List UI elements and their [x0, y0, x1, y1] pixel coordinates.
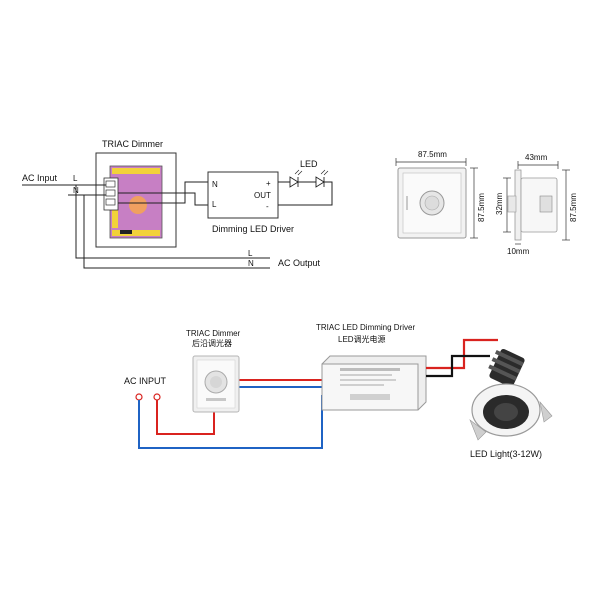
- top-schematic: TRIAC Dimmer AC Input L N: [22, 139, 333, 269]
- ac-input-label: AC Input: [22, 173, 58, 183]
- side-inner-label: 32mm: [495, 192, 504, 215]
- led-diode-2: [315, 169, 329, 188]
- led-diode-1: [289, 169, 303, 188]
- bottom-pictorial: TRIAC Dimmer 后沿调光器 TRIAC LED Dimming Dri…: [124, 323, 553, 459]
- red-input-wire: [156, 400, 215, 435]
- driver-l-label: L: [212, 200, 217, 209]
- blue-neutral-wire: [138, 395, 323, 449]
- driver-photo: [321, 355, 427, 411]
- led-label: LED: [300, 159, 318, 169]
- terminal-block: [103, 177, 119, 211]
- front-width-label: 87.5mm: [418, 150, 447, 159]
- ac-output-label: AC Output: [278, 258, 321, 268]
- bottom-driver-title-cn: LED调光电源: [338, 334, 386, 344]
- led-driver-box: [207, 171, 279, 219]
- driver-minus-label: -: [266, 202, 269, 211]
- side-body: [520, 177, 558, 233]
- front-view: 87.5mm 87.5mm: [395, 150, 486, 239]
- bottom-dimmer-title-cn: 后沿调光器: [192, 338, 232, 348]
- bottom-driver-title-en: TRIAC LED Dimming Driver: [316, 323, 415, 332]
- dimmer-photo: [192, 355, 240, 413]
- side-depth-label: 10mm: [507, 247, 530, 256]
- input-l-label: L: [73, 174, 78, 183]
- output-l-label: L: [248, 249, 253, 258]
- ac-terminal-live: [135, 393, 143, 401]
- bottom-dimmer-title-en: TRIAC Dimmer: [186, 329, 241, 338]
- bottom-ac-input-label: AC INPUT: [124, 376, 167, 386]
- dimmer-title: TRIAC Dimmer: [102, 139, 163, 149]
- led-light-label: LED Light(3-12W): [470, 449, 542, 459]
- side-view: 43mm 32mm 87.5mm 10mm: [495, 153, 578, 256]
- ac-terminal-neutral: [153, 393, 161, 401]
- driver-n-label: N: [212, 180, 218, 189]
- dimmer-pcb: [103, 165, 163, 239]
- red-output-wire: [426, 338, 498, 370]
- output-n-label: N: [248, 259, 254, 268]
- side-width-label: 43mm: [525, 153, 548, 162]
- driver-plus-label: +: [266, 179, 271, 188]
- led-spotlight: [469, 348, 553, 441]
- driver-label: Dimming LED Driver: [212, 224, 294, 234]
- potentiometer-knob: [129, 196, 147, 214]
- driver-out-label: OUT: [254, 191, 271, 200]
- side-height-label: 87.5mm: [569, 193, 578, 222]
- black-output-wire: [426, 354, 490, 378]
- front-height-label: 87.5mm: [477, 193, 486, 222]
